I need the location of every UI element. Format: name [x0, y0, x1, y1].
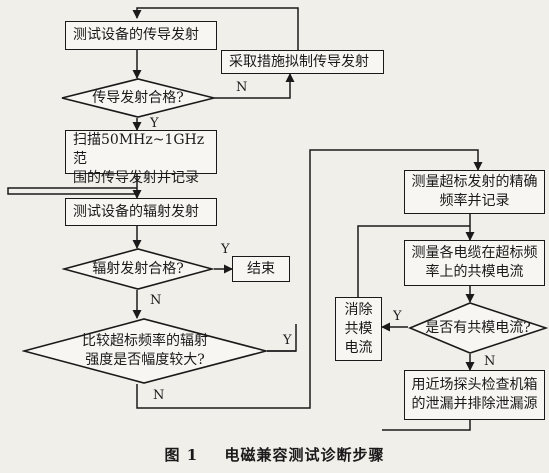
conducted-yes-label: Y [150, 116, 159, 131]
common-mode-yes-label: Y [393, 309, 402, 324]
eliminate-line-1: 消除 [344, 301, 373, 318]
radiated-pass-label: 辐射发射合格? [92, 260, 184, 277]
radiated-pass-diamond [62, 248, 214, 290]
measure-cable-current-box: 测量各电缆在超标频 率上的共模电流 [404, 240, 545, 286]
eliminate-line-2: 共模 [344, 320, 373, 337]
probe-line-2: 的泄漏并排除泄漏源 [411, 396, 538, 412]
figure-title: 电磁兼容测试诊断步骤 [224, 446, 385, 464]
measure-frequency-box: 测量超标发射的精确 频率并记录 [404, 170, 545, 214]
common-mode-label: 是否有共模电流? [425, 319, 531, 336]
measure-cable-line-1: 测量各电缆在超标频 [411, 245, 538, 261]
radiated-no-label: N [150, 293, 162, 308]
measure-suppress-text: 采取措施拟制传导发射 [229, 53, 369, 70]
measure-suppress-box: 采取措施拟制传导发射 [221, 50, 384, 74]
measure-cable-line-2: 率上的共模电流 [425, 264, 524, 280]
eliminate-current-box: 消除 共模 电流 [335, 297, 382, 361]
scan-record-box: 扫描50MHz~1GHz范 围的传导发射并记录 [65, 130, 217, 186]
common-mode-no-label: N [484, 354, 496, 369]
measure-frequency-line-1: 测量超标发射的精确 [411, 174, 538, 190]
eliminate-line-3: 电流 [344, 339, 373, 356]
compare-text-line-1: 比较超标频率的辐射 [82, 333, 208, 349]
probe-check-box: 用近场探头检查机箱 的泄漏并排除泄漏源 [404, 370, 545, 420]
test-radiated-box: 测试设备的辐射发射 [65, 198, 217, 226]
probe-line-1: 用近场探头检查机箱 [411, 377, 538, 393]
radiated-yes-label: Y [221, 242, 230, 257]
test-conducted-text: 测试设备的传导发射 [73, 27, 199, 43]
compare-text-line-2: 强度是否幅度较大? [85, 352, 205, 368]
scan-text-line-1: 扫描50MHz~1GHz范 [73, 132, 205, 167]
conducted-pass-label: 传导发射合格? [92, 89, 184, 106]
compare-no-label: N [153, 388, 165, 403]
compare-label: 比较超标频率的辐射 强度是否幅度较大? [22, 318, 268, 384]
end-box: 结束 [232, 256, 290, 282]
measure-frequency-line-2: 频率并记录 [439, 193, 510, 209]
test-radiated-text: 测试设备的辐射发射 [73, 203, 199, 220]
figure-number: 图 1 [164, 446, 199, 464]
compare-yes-label: Y [283, 333, 292, 348]
common-mode-diamond [408, 302, 548, 354]
test-conducted-box: 测试设备的传导发射 [65, 21, 217, 50]
scan-text-line-2: 围的传导发射并记录 [73, 170, 199, 186]
conducted-pass-diamond [61, 78, 215, 118]
compare-diamond [22, 318, 268, 384]
end-text: 结束 [247, 260, 275, 277]
conducted-no-label: N [236, 80, 248, 95]
figure-caption: 图 1 电磁兼容测试诊断步骤 [0, 444, 549, 465]
